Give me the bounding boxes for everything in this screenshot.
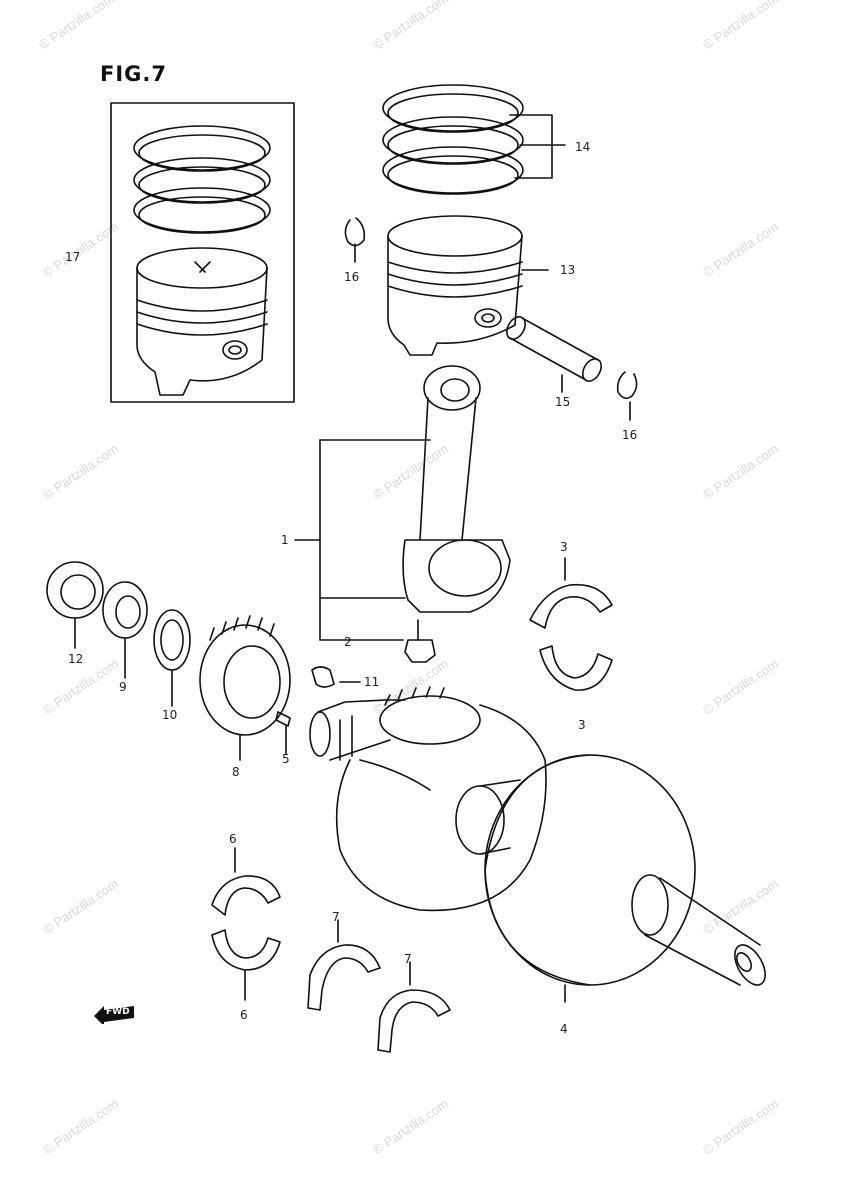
forward-direction-indicator: FWD bbox=[92, 1004, 136, 1024]
callout-6: 6 bbox=[240, 1008, 248, 1022]
key-5 bbox=[276, 712, 290, 754]
callout-2: 2 bbox=[344, 635, 352, 649]
callout-15: 15 bbox=[555, 395, 571, 409]
thrust-washer-7-left bbox=[308, 920, 380, 1010]
callout-16: 16 bbox=[622, 428, 638, 442]
callout-7: 7 bbox=[404, 952, 412, 966]
bearing-3-upper bbox=[530, 558, 612, 628]
oil-seal-12 bbox=[47, 562, 103, 648]
nut-2 bbox=[405, 620, 435, 662]
circlip-16-lower bbox=[618, 372, 637, 420]
thrust-washer-7-right bbox=[378, 962, 450, 1052]
callout-17: 17 bbox=[65, 250, 81, 264]
callout-16: 16 bbox=[344, 270, 360, 284]
callout-10: 10 bbox=[162, 708, 178, 722]
piston-kit-17 bbox=[111, 103, 294, 402]
callout-13: 13 bbox=[560, 263, 576, 277]
callout-6: 6 bbox=[229, 832, 237, 846]
gear-8 bbox=[200, 616, 290, 760]
callout-14: 14 bbox=[575, 140, 591, 154]
figure-title: FIG.7 bbox=[100, 62, 167, 86]
piston-pin-15 bbox=[503, 314, 605, 392]
callout-5: 5 bbox=[282, 752, 290, 766]
piston-13 bbox=[388, 216, 548, 355]
circlip-16-upper bbox=[345, 218, 364, 262]
bearing-6-upper bbox=[212, 848, 280, 915]
callout-1: 1 bbox=[281, 533, 289, 547]
arrow-left-icon bbox=[94, 1006, 134, 1024]
callout-4: 4 bbox=[560, 1022, 568, 1036]
key-11 bbox=[312, 667, 360, 687]
callout-12: 12 bbox=[68, 652, 84, 666]
connecting-rod-1 bbox=[295, 366, 510, 640]
callout-7: 7 bbox=[332, 910, 340, 924]
callout-3: 3 bbox=[560, 540, 568, 554]
bearing-6-lower bbox=[212, 930, 280, 1000]
callout-8: 8 bbox=[232, 765, 240, 779]
callout-9: 9 bbox=[119, 680, 127, 694]
callout-3: 3 bbox=[578, 718, 586, 732]
spacer-9 bbox=[103, 582, 147, 678]
crankshaft-4 bbox=[310, 687, 771, 1002]
callout-11: 11 bbox=[364, 675, 380, 689]
bearing-3-lower bbox=[540, 646, 612, 690]
piston-rings-14 bbox=[383, 85, 565, 194]
washer-10 bbox=[154, 610, 190, 706]
fwd-label: FWD bbox=[106, 1007, 130, 1017]
